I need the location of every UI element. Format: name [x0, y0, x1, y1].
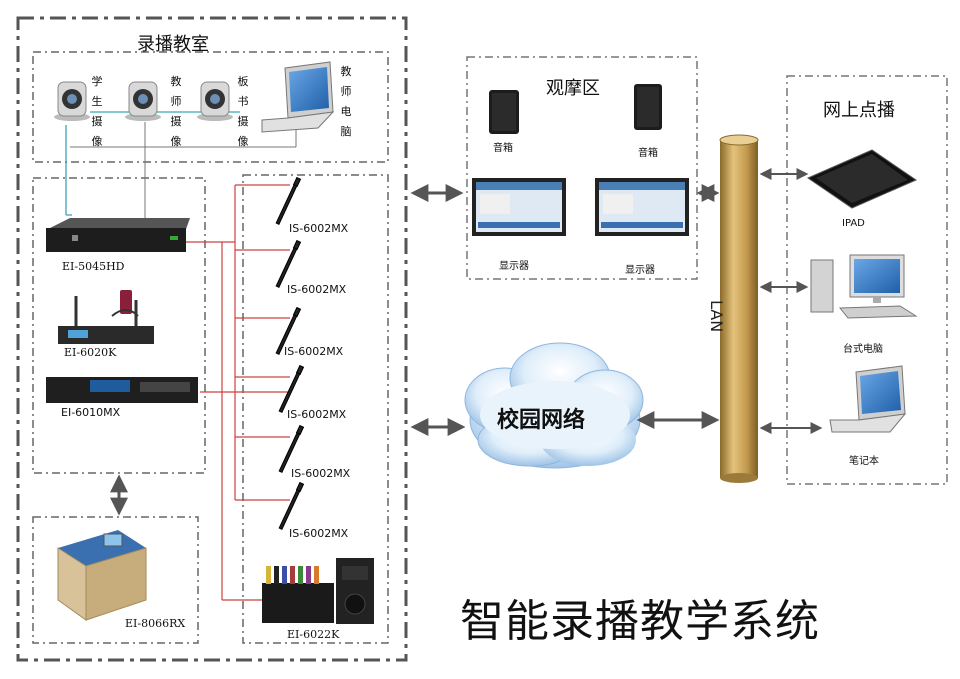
camera-label-teacher: 教师摄像: [170, 75, 182, 148]
host-label: EI-5045HD: [62, 260, 125, 273]
camera-label-student: 学生摄像: [91, 75, 103, 148]
wireless-receiver-icon: [58, 290, 154, 344]
board-camera-icon: [197, 81, 233, 121]
camera-box: [32, 51, 389, 163]
display-left-icon: [472, 178, 566, 236]
teacher-pc-label: 教师电脑: [340, 65, 352, 138]
speaker-right-label: 音箱: [638, 148, 658, 159]
mic-label-5: IS-6002MX: [291, 467, 351, 480]
mic-label-4: IS-6002MX: [287, 408, 347, 421]
speaker-left-icon: [489, 90, 519, 134]
campus-network-cloud-icon: [464, 342, 644, 469]
recording-room-box: [16, 16, 408, 662]
mixer-device-icon: [46, 377, 198, 403]
observation-title: 观摩区: [546, 78, 600, 99]
online-vod-title: 网上点播: [823, 100, 895, 121]
recording-room-title: 录播教室: [137, 34, 209, 55]
speaker-left-label: 音箱: [493, 143, 513, 154]
mic-links: [185, 184, 290, 601]
desktop-label: 台式电脑: [843, 344, 883, 355]
ipad-label: IPAD: [842, 218, 865, 229]
lan-backbone-pole: [719, 134, 759, 483]
display-left-label: 显示器: [499, 261, 529, 272]
desktop-computer-icon: [810, 254, 918, 319]
teacher-laptop-icon: [261, 61, 335, 133]
campus-network-label: 校园网络: [497, 408, 586, 433]
mic-label-2: IS-6002MX: [287, 283, 347, 296]
notebook-label: 笔记本: [849, 456, 879, 467]
mic-label-6: IS-6002MX: [289, 527, 349, 540]
lan-label: LAN: [707, 300, 726, 333]
main-title: 智能录播教学系统: [460, 596, 820, 647]
observation-box: [466, 56, 698, 280]
vod-box: [786, 75, 948, 485]
notebook-icon: [829, 365, 907, 433]
mic-icons: [275, 176, 305, 530]
host-box: [32, 177, 206, 474]
podium-icon: [57, 530, 147, 621]
host-device-icon: [46, 218, 190, 252]
ipad-icon: [806, 149, 918, 209]
charger-device-icon: [262, 558, 374, 624]
speaker-right-icon: [634, 84, 662, 130]
podium-box: [32, 516, 199, 644]
mic-label-3: IS-6002MX: [284, 345, 344, 358]
wireless-label: EI-6020K: [64, 346, 117, 359]
display-right-label: 显示器: [625, 265, 655, 276]
mic-box: [242, 174, 389, 644]
charger-label: EI-6022K: [287, 628, 340, 641]
camera-label-board: 板书摄像: [237, 75, 249, 148]
mic-label-1: IS-6002MX: [289, 222, 349, 235]
student-camera-icon: [54, 81, 90, 121]
mixer-label: EI-6010MX: [61, 406, 121, 419]
teacher-camera-icon: [125, 81, 161, 121]
podium-label: EI-8066RX: [125, 617, 186, 630]
display-right-icon: [595, 178, 689, 236]
